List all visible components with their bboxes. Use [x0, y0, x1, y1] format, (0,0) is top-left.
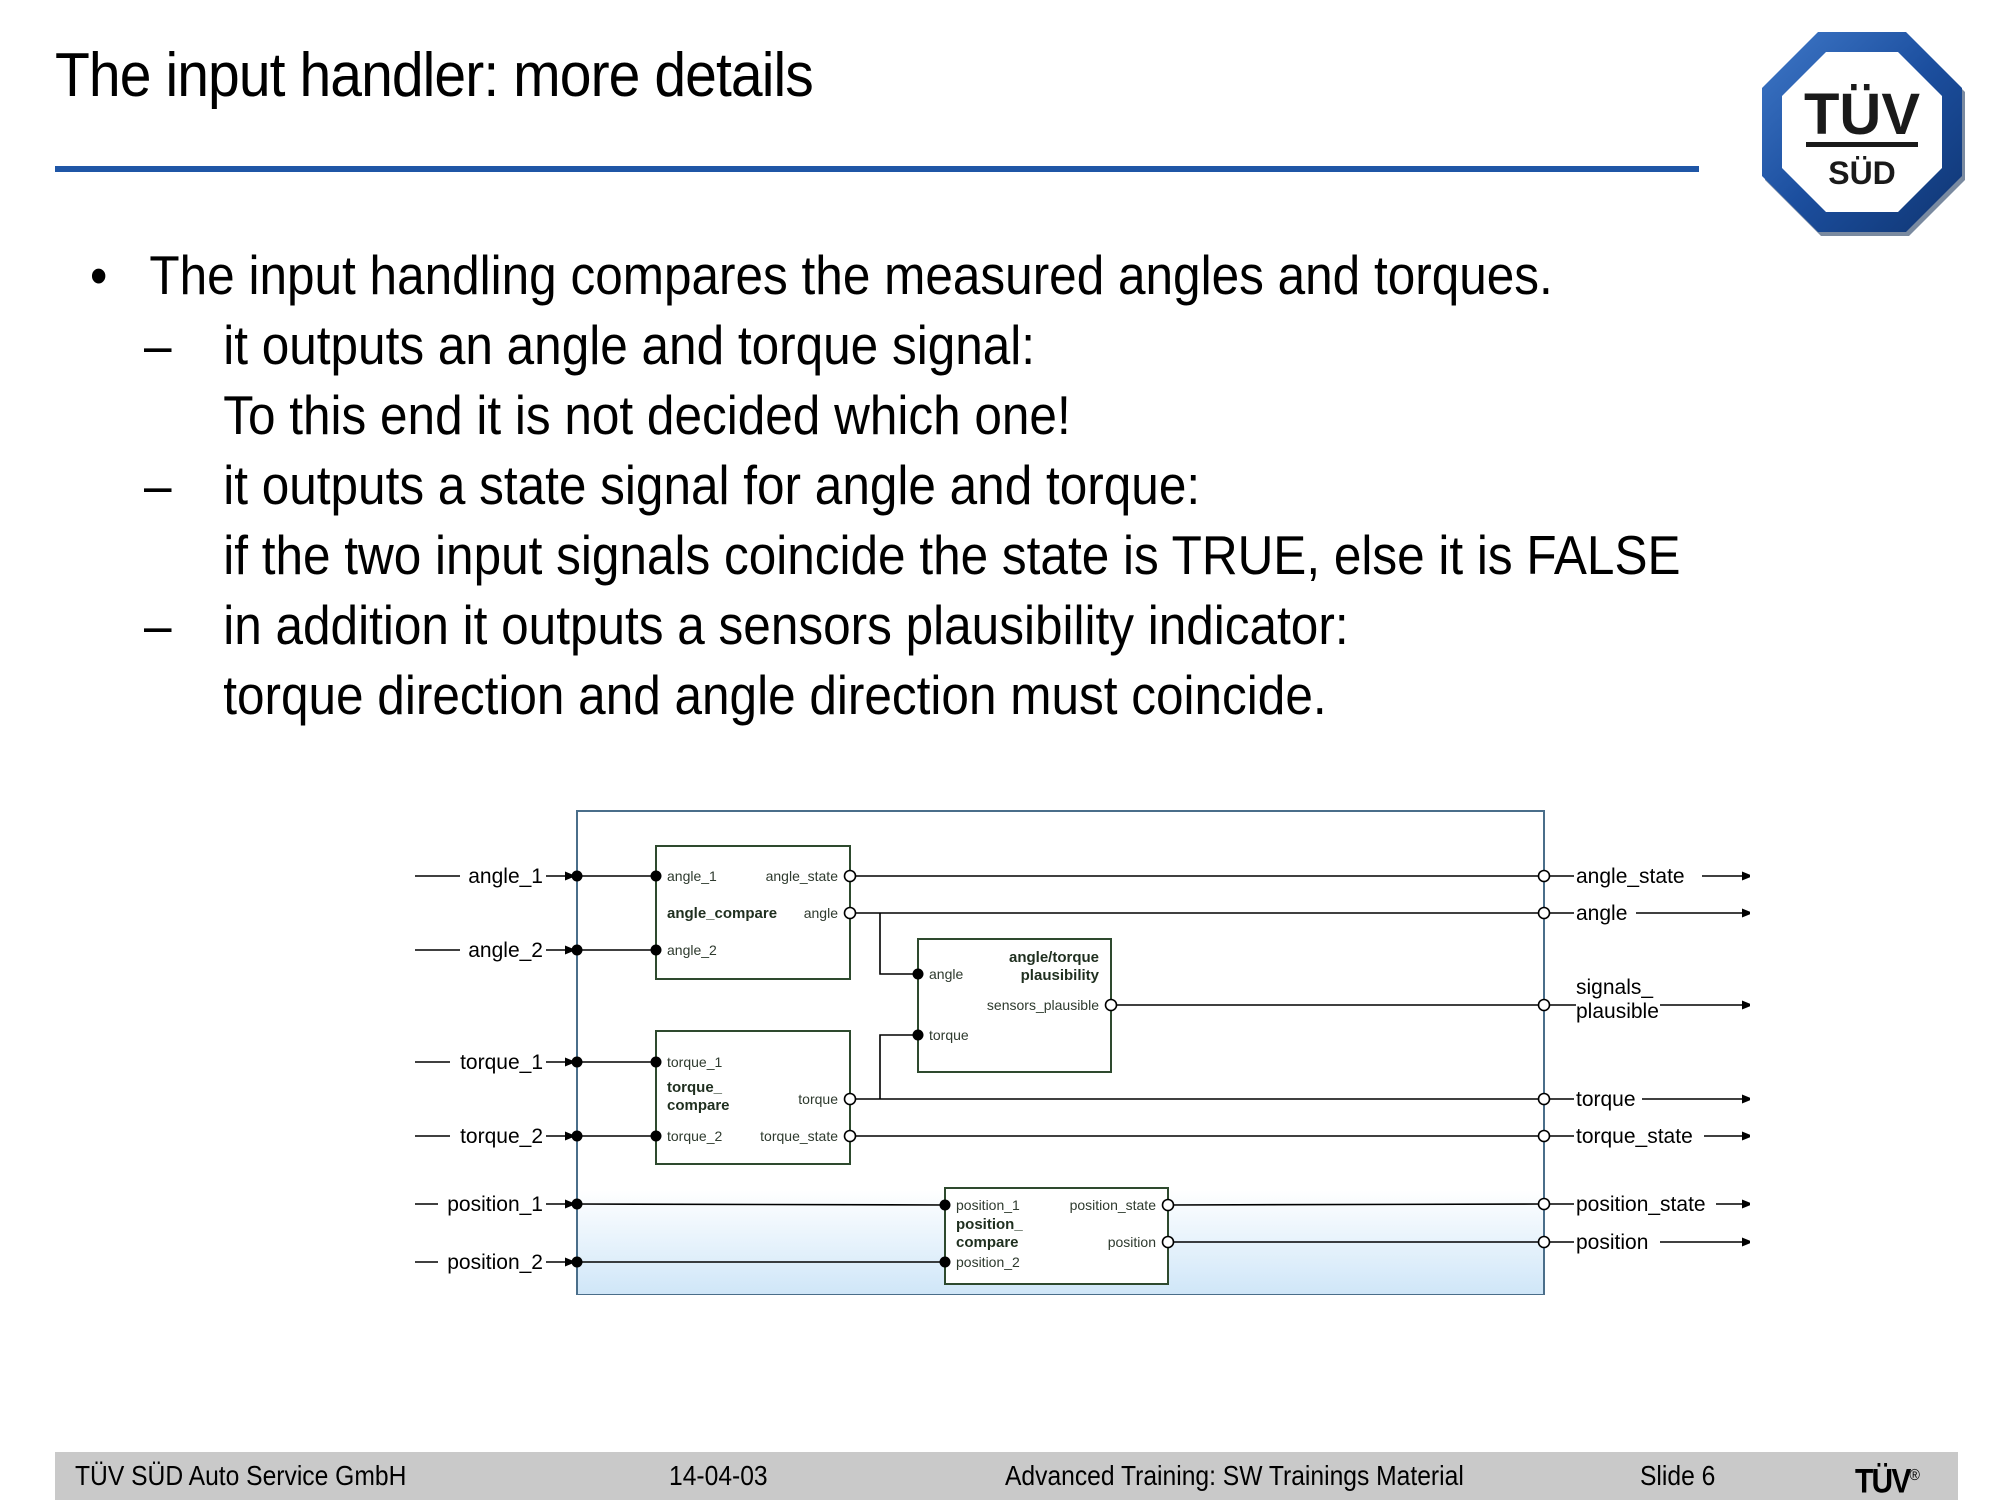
bullet-text: it outputs an angle and torque signal: — [223, 314, 1036, 376]
svg-text:position_1: position_1 — [956, 1197, 1020, 1213]
angle-compare-name: angle_compare — [667, 905, 777, 922]
svg-text:angle: angle — [804, 905, 838, 921]
svg-text:sensors_plausible: sensors_plausible — [987, 997, 1099, 1013]
bullet-item: • The input handling compares the measur… — [90, 240, 1629, 310]
tuv-sud-logo: TÜV SÜD — [1762, 32, 1965, 236]
input-label-torque-2: torque_2 — [460, 1125, 543, 1148]
bullet-item: – it outputs a state signal for angle an… — [90, 450, 1629, 520]
footer-logo: TÜV® — [1855, 1462, 1920, 1501]
bullet-item: – in addition it outputs a sensors plaus… — [90, 590, 1629, 660]
plausibility-name-1: angle/torque — [1009, 949, 1099, 966]
svg-text:torque_1: torque_1 — [667, 1054, 722, 1070]
footer-date: 14-04-03 — [669, 1460, 768, 1491]
output-label-angle-state: angle_state — [1576, 865, 1685, 888]
input-label-torque-1: torque_1 — [460, 1051, 543, 1074]
bullet-marker: – — [144, 314, 172, 376]
position-compare-name-2: compare — [956, 1234, 1019, 1251]
footer-company: TÜV SÜD Auto Service GmbH — [75, 1460, 407, 1491]
svg-text:angle_2: angle_2 — [667, 942, 717, 958]
output-label-torque-state: torque_state — [1576, 1125, 1693, 1148]
svg-text:angle_1: angle_1 — [667, 868, 717, 884]
torque-compare-name-2: compare — [667, 1097, 730, 1114]
svg-text:angle: angle — [929, 966, 963, 982]
position-compare-block — [944, 1187, 1169, 1285]
position-compare-name-1: position_ — [956, 1216, 1023, 1233]
bullet-marker: • — [90, 244, 108, 306]
bullet-text: in addition it outputs a sensors plausib… — [223, 594, 1349, 656]
svg-text:position_2: position_2 — [956, 1254, 1020, 1270]
bullet-text: if the two input signals coincide the st… — [223, 524, 1681, 586]
bullet-text: it outputs a state signal for angle and … — [223, 454, 1201, 516]
plausibility-name-2: plausibility — [1021, 967, 1100, 984]
output-label-signals: signals_ — [1576, 976, 1653, 999]
angle-compare-block — [655, 845, 851, 980]
footer-slide-number: Slide 6 — [1640, 1460, 1716, 1491]
input-label-position-2: position_2 — [447, 1251, 543, 1274]
output-label-position: position — [1576, 1231, 1648, 1254]
logo-text-sud: SÜD — [1828, 155, 1896, 191]
logo-text-tuv: TÜV — [1804, 82, 1920, 147]
bullet-list: • The input handling compares the measur… — [90, 240, 1680, 730]
bullet-marker: – — [144, 454, 172, 516]
svg-text:torque_2: torque_2 — [667, 1128, 722, 1144]
svg-text:torque: torque — [798, 1091, 838, 1107]
slide-footer: TÜV SÜD Auto Service GmbH 14-04-03 Advan… — [55, 1452, 1958, 1500]
output-label-angle: angle — [1576, 902, 1627, 925]
svg-text:position_state: position_state — [1070, 1197, 1157, 1213]
bullet-text: torque direction and angle direction mus… — [223, 664, 1327, 726]
torque-compare-block — [655, 1030, 851, 1165]
bullet-item: – it outputs an angle and torque signal: — [90, 310, 1629, 380]
input-handler-diagram: angle_1 angle_2 torque_1 torque_2 positi… — [415, 810, 1750, 1295]
svg-text:torque: torque — [929, 1027, 969, 1043]
torque-compare-name-1: torque_ — [667, 1079, 723, 1096]
output-label-torque: torque — [1576, 1088, 1636, 1111]
svg-text:torque_state: torque_state — [760, 1128, 838, 1144]
bullet-item: To this end it is not decided which one! — [90, 380, 1629, 450]
input-handler-frame — [576, 810, 1545, 1295]
input-label-angle-1: angle_1 — [468, 865, 543, 888]
bullet-item: if the two input signals coincide the st… — [90, 520, 1680, 590]
output-label-plausible: plausible — [1576, 1000, 1659, 1023]
bullet-marker: – — [144, 594, 172, 656]
slide-title: The input handler: more details — [55, 41, 814, 110]
svg-text:position: position — [1108, 1234, 1156, 1250]
title-divider — [55, 166, 1699, 172]
input-label-position-1: position_1 — [447, 1193, 543, 1216]
bullet-text: To this end it is not decided which one! — [223, 384, 1071, 446]
svg-text:angle_state: angle_state — [766, 868, 839, 884]
plausibility-block — [917, 938, 1112, 1073]
bullet-text: The input handling compares the measured… — [149, 244, 1553, 306]
output-label-position-state: position_state — [1576, 1193, 1706, 1216]
footer-course: Advanced Training: SW Trainings Material — [1005, 1460, 1464, 1491]
input-label-angle-2: angle_2 — [468, 939, 543, 962]
bullet-item: torque direction and angle direction mus… — [90, 660, 1629, 730]
